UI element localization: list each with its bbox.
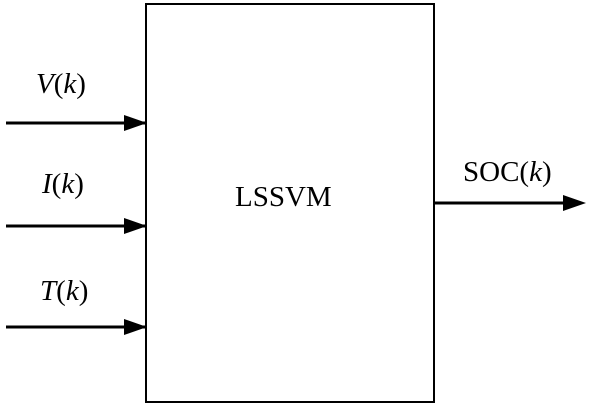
output-label-soc-name: SOC <box>463 156 520 188</box>
input-arrowhead-v <box>124 115 147 131</box>
lssvm-label: LSSVM <box>235 181 332 213</box>
input-label-i-name: I <box>42 168 52 200</box>
input-label-i-arg: k <box>61 168 75 200</box>
input-label-t: T(k) <box>40 275 89 307</box>
output-label-soc-arg: k <box>529 156 542 188</box>
input-label-v-name: V <box>36 68 54 100</box>
output-arrowhead-soc <box>563 195 586 211</box>
input-arrowhead-t <box>124 319 147 335</box>
output-label-soc: SOC(k) <box>463 156 552 188</box>
input-label-t-arg: k <box>65 275 79 307</box>
input-label-t-name: T <box>40 275 57 307</box>
input-label-v: V(k) <box>36 68 86 100</box>
input-label-i: I(k) <box>42 168 84 200</box>
input-label-v-arg: k <box>63 68 77 100</box>
input-arrowhead-i <box>124 218 147 234</box>
